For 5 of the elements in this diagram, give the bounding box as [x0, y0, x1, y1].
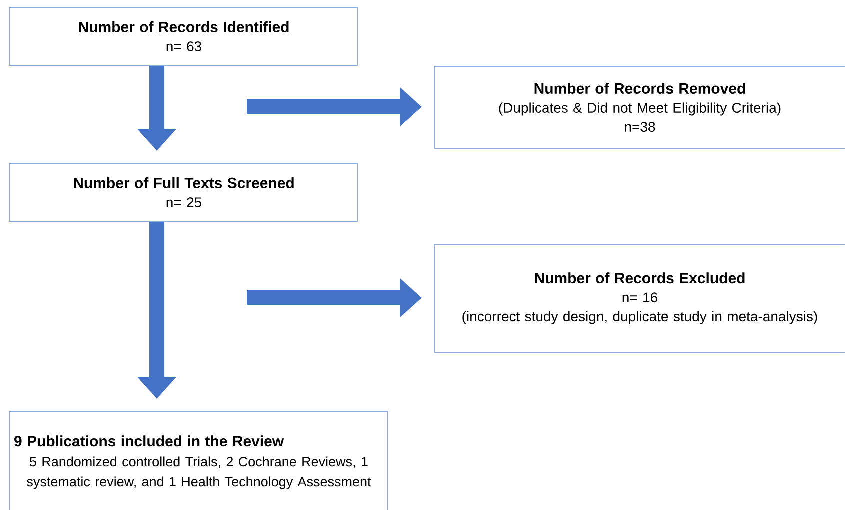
process-box: Number of Records Removed (Duplicates & Did not Meet Eligibility Criteria) n=38 [434, 66, 845, 149]
process-box: Number of Records Identified n= 63 [10, 7, 358, 66]
process-box: 9 Publications included in the Review 5 Randomized controlled Trials, 2 Cochrane Reviews, 1 systematic review, and 1 Health Technology Assessment [10, 411, 388, 510]
process-box: Number of Full Texts Screened n= 25 [10, 163, 358, 222]
process-box: Number of Records Excluded n= 16 (incorrect study design, duplicate study in meta-analysis) [434, 244, 845, 353]
